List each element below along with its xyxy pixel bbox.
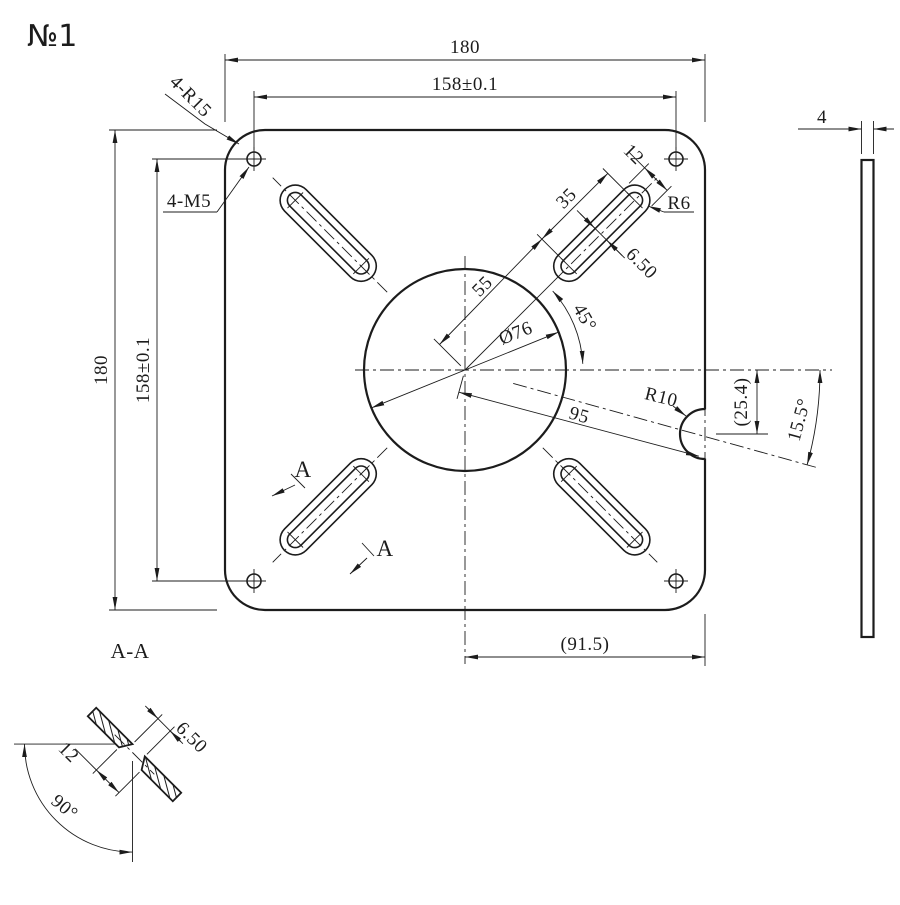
dim-slot-outer-width-text: 12 (619, 140, 648, 169)
side-view: 4 (798, 107, 894, 639)
dim-center-to-edge-text: (91.5) (561, 634, 610, 655)
label-slot-end-radius: R6 (647, 193, 694, 214)
section-cut-marks: A A (271, 457, 393, 575)
label-corner-radius-text: 4-R15 (165, 72, 215, 122)
dim-section-bottom-text: 12 (54, 738, 83, 767)
dim-thickness: 4 (798, 107, 894, 154)
section-mark-second: A (376, 536, 393, 561)
dim-height-holes-text: 158±0.1 (133, 337, 154, 403)
section-bar-upper (86, 706, 135, 749)
corner-holes (242, 147, 688, 593)
dim-center-hole-text: Ø76 (496, 317, 536, 349)
main-view: 180 158±0.1 180 158±0.1 4-R15 (91, 37, 832, 666)
dim-slot-length-text: 35 (552, 184, 581, 213)
label-notch-radius: R10 (642, 383, 687, 417)
dim-section-top-text: 6.50 (171, 718, 211, 758)
label-corner-holes-text: 4-M5 (167, 191, 211, 212)
dim-slot-position-text: 55 (468, 272, 497, 301)
label-corner-radius: 4-R15 (164, 72, 240, 145)
dim-section-angle-text: 90° (47, 791, 82, 825)
dim-slot-angle: 45° (552, 290, 601, 364)
section-view: A-A 6.50 12 90° (14, 639, 211, 862)
dim-slot-angle-text: 45° (568, 300, 600, 335)
dim-height-outer: 180 (91, 129, 217, 611)
dim-height-holes: 158±0.1 (133, 158, 246, 582)
dim-notch-angle-text: 15.5° (784, 396, 816, 443)
label-corner-holes: 4-M5 (163, 166, 250, 213)
dim-width-outer-text: 180 (450, 37, 480, 58)
dim-section-bottom: 12 (54, 738, 140, 797)
dim-thickness-text: 4 (817, 107, 827, 128)
dim-notch-angle: 15.5° (784, 369, 823, 466)
dim-width-outer: 180 (224, 37, 706, 122)
section-bar-lower (140, 754, 183, 803)
dim-section-top: 6.50 (134, 705, 211, 758)
dim-notch-offset-text: (25.4) (731, 378, 752, 427)
dim-center-to-edge: (91.5) (465, 614, 706, 666)
dim-notch-distance-text: 95 (567, 403, 592, 429)
drawing-number: №1 (27, 19, 77, 54)
dim-height-outer-text: 180 (91, 355, 112, 385)
dim-width-holes-text: 158±0.1 (432, 74, 498, 95)
side-view-plate (860, 158, 875, 639)
label-slot-end-radius-text: R6 (667, 193, 690, 214)
dim-notch-offset: (25.4) (731, 370, 760, 434)
section-mark-first: A (294, 457, 311, 482)
dim-width-holes: 158±0.1 (253, 74, 677, 150)
section-view-title: A-A (111, 639, 150, 663)
dim-slot-inner-width-text: 6.50 (621, 244, 661, 284)
